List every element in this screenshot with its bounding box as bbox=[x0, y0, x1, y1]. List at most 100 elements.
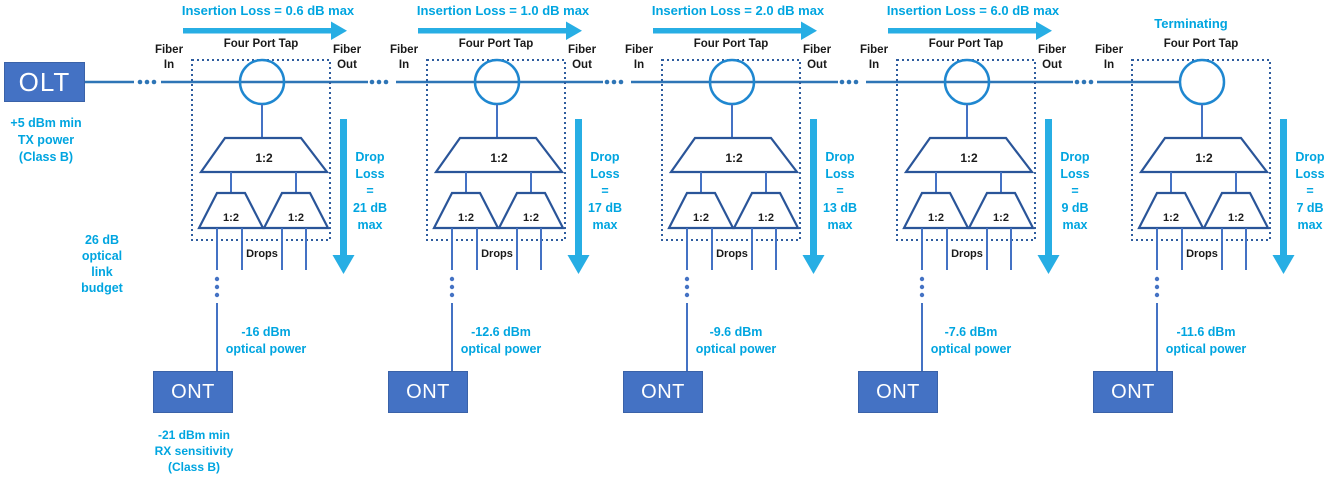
drop-loss-arrow-icon bbox=[1272, 119, 1295, 274]
insertion-loss-label: Insertion Loss = 1.0 dB max bbox=[416, 3, 590, 18]
insertion-loss-label: Insertion Loss = 0.6 dB max bbox=[181, 3, 355, 18]
four-port-tap-unit: 1:2 1:2 1:2 Insert bbox=[470, 0, 940, 485]
tap-title: Four Port Tap bbox=[1163, 38, 1239, 50]
drop-loss-note: Drop Loss = 17 dB max bbox=[587, 150, 623, 232]
ellipsis-dots-horizontal bbox=[839, 79, 845, 85]
splitter-1x2-primary bbox=[198, 136, 330, 174]
ellipsis-dots-horizontal bbox=[376, 79, 382, 85]
ellipsis-dots-vertical bbox=[449, 276, 455, 298]
ont-label: ONT bbox=[171, 380, 215, 403]
splitter-1x2-primary bbox=[433, 136, 565, 174]
splitter-1x2-secondary-right bbox=[967, 191, 1035, 230]
tap-unit-graphics: 1:2 1:2 1:2 bbox=[888, 21, 1060, 371]
ont-label: ONT bbox=[406, 380, 450, 403]
ellipsis-dots-vertical bbox=[684, 276, 690, 298]
ellipsis-dots-horizontal bbox=[151, 79, 157, 85]
fiber-in-label: Fiber In bbox=[859, 44, 889, 71]
ellipsis-dots-horizontal bbox=[611, 79, 617, 85]
tap-box-outline bbox=[191, 59, 331, 241]
splitter-ratio-label: 1:2 bbox=[993, 212, 1009, 224]
optical-power-note: -16 dBm optical power bbox=[225, 325, 307, 356]
splitter-ratio-label: 1:2 bbox=[960, 151, 978, 165]
ont-label: ONT bbox=[876, 380, 920, 403]
ont-node: ONT bbox=[623, 371, 703, 413]
fiber-in-label: Fiber In bbox=[154, 44, 184, 71]
splitter-ratio-label: 1:2 bbox=[1228, 212, 1244, 224]
tap-title: Four Port Tap bbox=[693, 38, 769, 50]
ellipsis-dots-horizontal bbox=[604, 79, 610, 85]
tap-unit-graphics: 1:2 1:2 1:2 bbox=[653, 21, 825, 371]
ellipsis-dots-horizontal bbox=[383, 79, 389, 85]
tap-coupler-circle bbox=[1178, 58, 1226, 106]
splitter-ratio-label: 1:2 bbox=[1195, 151, 1213, 165]
insertion-loss-label: Insertion Loss = 2.0 dB max bbox=[651, 3, 825, 18]
ellipsis-dots-vertical bbox=[214, 276, 220, 298]
fiber-out-label: Fiber Out bbox=[802, 44, 832, 71]
splitter-1x2-primary bbox=[903, 136, 1035, 174]
insertion-loss-arrow-icon bbox=[418, 21, 582, 40]
drops-label: Drops bbox=[481, 248, 513, 260]
fiber-in-label: Fiber In bbox=[624, 44, 654, 71]
fiber-out-label: Fiber Out bbox=[1037, 44, 1067, 71]
ellipsis-dots-horizontal bbox=[1081, 79, 1087, 85]
tap-unit-graphics: 1:2 1:2 1:2 bbox=[183, 21, 355, 371]
drop-loss-note: Drop Loss = 21 dB max bbox=[352, 150, 388, 232]
ellipsis-dots-horizontal bbox=[144, 79, 150, 85]
four-port-tap-unit: 1:2 1:2 1:2 Insert bbox=[0, 0, 470, 485]
optical-power-note: -9.6 dBm optical power bbox=[695, 325, 777, 356]
ellipsis-dots-vertical bbox=[1154, 276, 1160, 298]
splitter-ratio-label: 1:2 bbox=[1163, 212, 1179, 224]
olt-tx-power-note: +5 dBm min TX power (Class B) bbox=[10, 116, 82, 164]
drop-loss-note: Drop Loss = 9 dB max bbox=[1060, 150, 1090, 232]
insertion-loss-arrow-icon bbox=[183, 21, 347, 40]
splitter-ratio-label: 1:2 bbox=[458, 212, 474, 224]
splitter-ratio-label: 1:2 bbox=[223, 212, 239, 224]
tap-box-outline bbox=[426, 59, 566, 241]
fiber-out-label: Fiber Out bbox=[567, 44, 597, 71]
splitter-ratio-label: 1:2 bbox=[255, 151, 273, 165]
optical-link-budget-note: 26 dB optical link budget bbox=[81, 233, 123, 295]
tap-unit-graphics: 1:2 1:2 1:2 bbox=[1131, 58, 1295, 371]
splitter-ratio-label: 1:2 bbox=[758, 212, 774, 224]
splitter-ratio-label: 1:2 bbox=[693, 212, 709, 224]
splitter-1x2-secondary-right bbox=[262, 191, 330, 230]
splitter-1x2-secondary-right bbox=[497, 191, 565, 230]
fiber-in-label: Fiber In bbox=[389, 44, 419, 71]
ellipsis-dots-horizontal bbox=[846, 79, 852, 85]
ellipsis-dots-horizontal bbox=[1074, 79, 1080, 85]
drop-loss-arrow-icon bbox=[332, 119, 355, 274]
ont-label: ONT bbox=[641, 380, 685, 403]
drops-label: Drops bbox=[951, 248, 983, 260]
tap-box-outline bbox=[1131, 59, 1271, 241]
fiber-in-label: Fiber In bbox=[1094, 44, 1124, 71]
tap-unit-graphics: 1:2 1:2 1:2 bbox=[418, 21, 590, 371]
insertion-loss-label: Insertion Loss = 6.0 dB max bbox=[886, 3, 1060, 18]
drops-label: Drops bbox=[246, 248, 278, 260]
olt-node: OLT bbox=[4, 62, 85, 102]
ellipsis-dots-horizontal bbox=[137, 79, 143, 85]
tap-title: Four Port Tap bbox=[458, 38, 534, 50]
splitter-1x2-secondary-right bbox=[732, 191, 800, 230]
ellipsis-dots-horizontal bbox=[369, 79, 375, 85]
insertion-loss-arrow-icon bbox=[653, 21, 817, 40]
ont-node: ONT bbox=[1093, 371, 1173, 413]
drop-loss-arrow-icon bbox=[802, 119, 825, 274]
ont-label: ONT bbox=[1111, 380, 1155, 403]
ellipsis-dots-horizontal bbox=[618, 79, 624, 85]
optical-power-note: -12.6 dBm optical power bbox=[460, 325, 542, 356]
splitter-ratio-label: 1:2 bbox=[288, 212, 304, 224]
splitter-ratio-label: 1:2 bbox=[725, 151, 743, 165]
drop-loss-note: Drop Loss = 7 dB max bbox=[1295, 150, 1325, 232]
drops-label: Drops bbox=[1186, 248, 1218, 260]
drop-loss-arrow-icon bbox=[1037, 119, 1060, 274]
four-port-tap-unit: 1:2 1:2 1:2 Insert bbox=[705, 0, 1175, 485]
ont-node: ONT bbox=[388, 371, 468, 413]
ont-node: ONT bbox=[858, 371, 938, 413]
drops-label: Drops bbox=[716, 248, 748, 260]
four-port-tap-unit: 1:2 1:2 1:2 Insert bbox=[235, 0, 705, 485]
drop-loss-note: Drop Loss = 13 dB max bbox=[822, 150, 858, 232]
splitter-ratio-label: 1:2 bbox=[928, 212, 944, 224]
ont-node: ONT bbox=[153, 371, 233, 413]
